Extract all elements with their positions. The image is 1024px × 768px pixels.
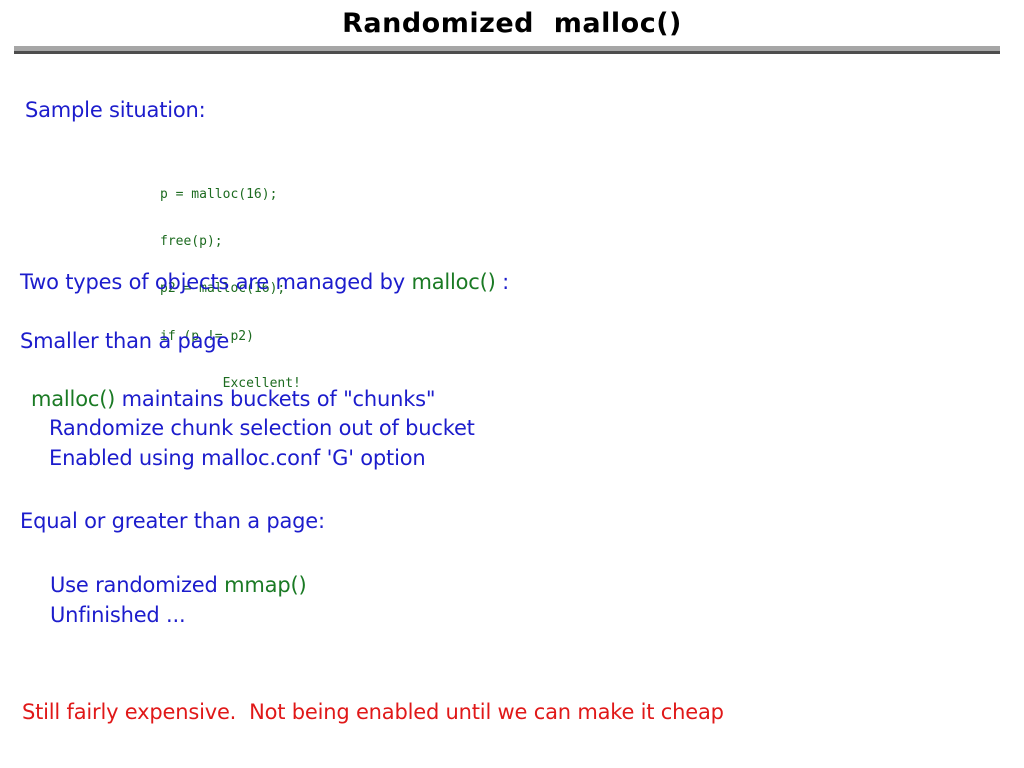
two-types-line: Two types of objects are managed by mall… (20, 270, 509, 294)
code-block: p = malloc(16); free(p); p2 = malloc(16)… (160, 155, 301, 408)
code-line-4: if (p != p2) (160, 328, 254, 344)
two-types-prefix: Two types of objects are managed by (20, 270, 412, 294)
bullet-randomize-chunk: Randomize chunk selection out of bucket (49, 416, 475, 440)
mmap-code-ref: mmap() (224, 573, 307, 597)
mmap-bullet-prefix: Use randomized (50, 573, 225, 597)
code-line-1: p = malloc(16); (160, 186, 278, 202)
smaller-than-page-heading: Smaller than a page (20, 329, 230, 353)
buckets-code-ref: malloc() (31, 387, 116, 411)
two-types-suffix: : (495, 270, 509, 294)
buckets-line: malloc() maintains buckets of "chunks" (31, 387, 436, 411)
two-types-code-ref: malloc() (411, 270, 496, 294)
bullet-use-randomized-mmap: Use randomized mmap() (50, 573, 307, 597)
equal-or-greater-heading: Equal or greater than a page: (20, 509, 325, 533)
divider-shadow (14, 51, 1000, 54)
footer-warning-note: Still fairly expensive. Not being enable… (22, 700, 724, 724)
title-divider (14, 46, 1000, 54)
code-line-2: free(p); (160, 233, 223, 249)
bullet-unfinished: Unfinished ... (50, 603, 186, 627)
code-line-5: Excellent! (160, 376, 301, 392)
page-title: Randomized malloc() (342, 8, 682, 39)
divider-highlight (14, 46, 1000, 51)
buckets-line-rest: maintains buckets of "chunks" (115, 387, 436, 411)
bullet-malloc-conf-option: Enabled using malloc.conf 'G' option (49, 446, 426, 470)
code-line-3: p2 = malloc(16); (160, 281, 286, 297)
sample-situation-heading: Sample situation: (25, 98, 206, 122)
